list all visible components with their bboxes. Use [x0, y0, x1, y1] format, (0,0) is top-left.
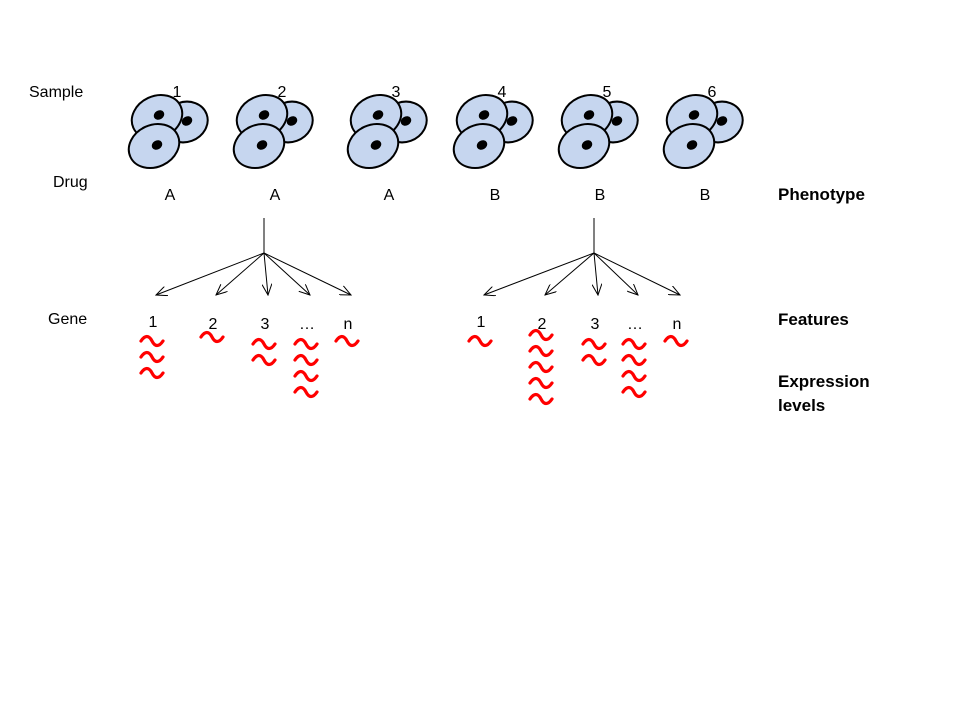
- gene-label: n: [343, 316, 353, 333]
- expression-mark: [199, 330, 225, 344]
- drug-label: A: [269, 187, 281, 204]
- gene-arrow: [594, 252, 598, 295]
- expression-mark: [528, 376, 554, 390]
- expression-mark: [621, 385, 647, 399]
- cell-nucleus: [286, 116, 298, 126]
- drug-label: A: [164, 187, 176, 204]
- sample-number: 2: [277, 84, 287, 101]
- cell-nucleus: [151, 140, 163, 150]
- expression-mark: [621, 353, 647, 367]
- gene-label: n: [672, 316, 682, 333]
- expression-mark: [293, 337, 319, 351]
- gene-arrow: [545, 252, 595, 295]
- gene-arrow: [216, 252, 265, 295]
- cell-nucleus: [370, 140, 382, 150]
- expression-levels-label: Expression levels: [778, 372, 870, 415]
- cell-nucleus: [611, 116, 623, 126]
- drug-label: A: [383, 187, 395, 204]
- gene-arrow: [593, 252, 638, 295]
- gene-arrow: [263, 252, 310, 295]
- expression-mark: [663, 334, 689, 348]
- cell-nucleus: [716, 116, 728, 126]
- expression-mark: [528, 392, 554, 406]
- gene-label: 1: [148, 314, 158, 331]
- cell-nucleus: [258, 110, 270, 120]
- expression-mark: [621, 369, 647, 383]
- phenotype-label: Phenotype: [778, 185, 865, 204]
- cell-nucleus: [400, 116, 412, 126]
- expression-mark: [621, 337, 647, 351]
- expression-mark: [528, 344, 554, 358]
- gene-arrow: [593, 252, 680, 295]
- gene-arrow: [156, 252, 265, 295]
- drug-label: B: [594, 187, 606, 204]
- sample-number: 4: [497, 84, 507, 101]
- cell-nucleus: [476, 140, 488, 150]
- expression-mark: [251, 353, 277, 367]
- expression-mark: [139, 334, 165, 348]
- sample-6-cell-cluster: [662, 94, 744, 169]
- expression-mark: [581, 337, 607, 351]
- expression-mark: [293, 353, 319, 367]
- gene-label: 1: [476, 314, 486, 331]
- sample-number: 1: [172, 84, 182, 101]
- cell-nucleus: [478, 110, 490, 120]
- gene-arrow: [264, 252, 268, 295]
- cell-nucleus: [181, 116, 193, 126]
- gene-label: …: [627, 316, 643, 333]
- expression-mark: [251, 337, 277, 351]
- gene-arrow: [263, 252, 351, 295]
- sample-1-cell-cluster: [127, 94, 209, 169]
- sample-number: 5: [602, 84, 612, 101]
- gene-arrow: [484, 252, 595, 295]
- sample-2-cell-cluster: [232, 94, 314, 169]
- expression-mark: [293, 369, 319, 383]
- expression-mark: [528, 328, 554, 342]
- cell-nucleus: [506, 116, 518, 126]
- gene-label: 3: [590, 316, 600, 333]
- cell-nucleus: [581, 140, 593, 150]
- cell-nucleus: [256, 140, 268, 150]
- drug-label: B: [489, 187, 501, 204]
- expression-mark: [467, 334, 493, 348]
- cell-nucleus: [583, 110, 595, 120]
- expression-mark: [528, 360, 554, 374]
- sample-row-label: Sample: [29, 84, 84, 101]
- drug-row-label: Drug: [53, 174, 88, 191]
- sample-number: 3: [391, 84, 401, 101]
- cell-nucleus: [153, 110, 165, 120]
- drug-label: B: [699, 187, 711, 204]
- gene-label: 2: [537, 316, 547, 333]
- gene-row-label: Gene: [48, 311, 88, 328]
- cell-nucleus: [688, 110, 700, 120]
- sample-5-cell-cluster: [557, 94, 639, 169]
- gene-label: 2: [208, 316, 218, 333]
- sample-4-cell-cluster: [452, 94, 534, 169]
- expression-mark: [293, 385, 319, 399]
- features-label: Features: [778, 310, 849, 329]
- sample-number: 6: [707, 84, 717, 101]
- cell-nucleus: [372, 110, 384, 120]
- expression-mark: [334, 334, 360, 348]
- gene-label: …: [299, 316, 315, 333]
- cell-nucleus: [686, 140, 698, 150]
- expression-mark: [139, 366, 165, 380]
- expression-mark: [581, 353, 607, 367]
- sample-3-cell-cluster: [346, 94, 428, 169]
- expression-mark: [139, 350, 165, 364]
- gene-label: 3: [260, 316, 270, 333]
